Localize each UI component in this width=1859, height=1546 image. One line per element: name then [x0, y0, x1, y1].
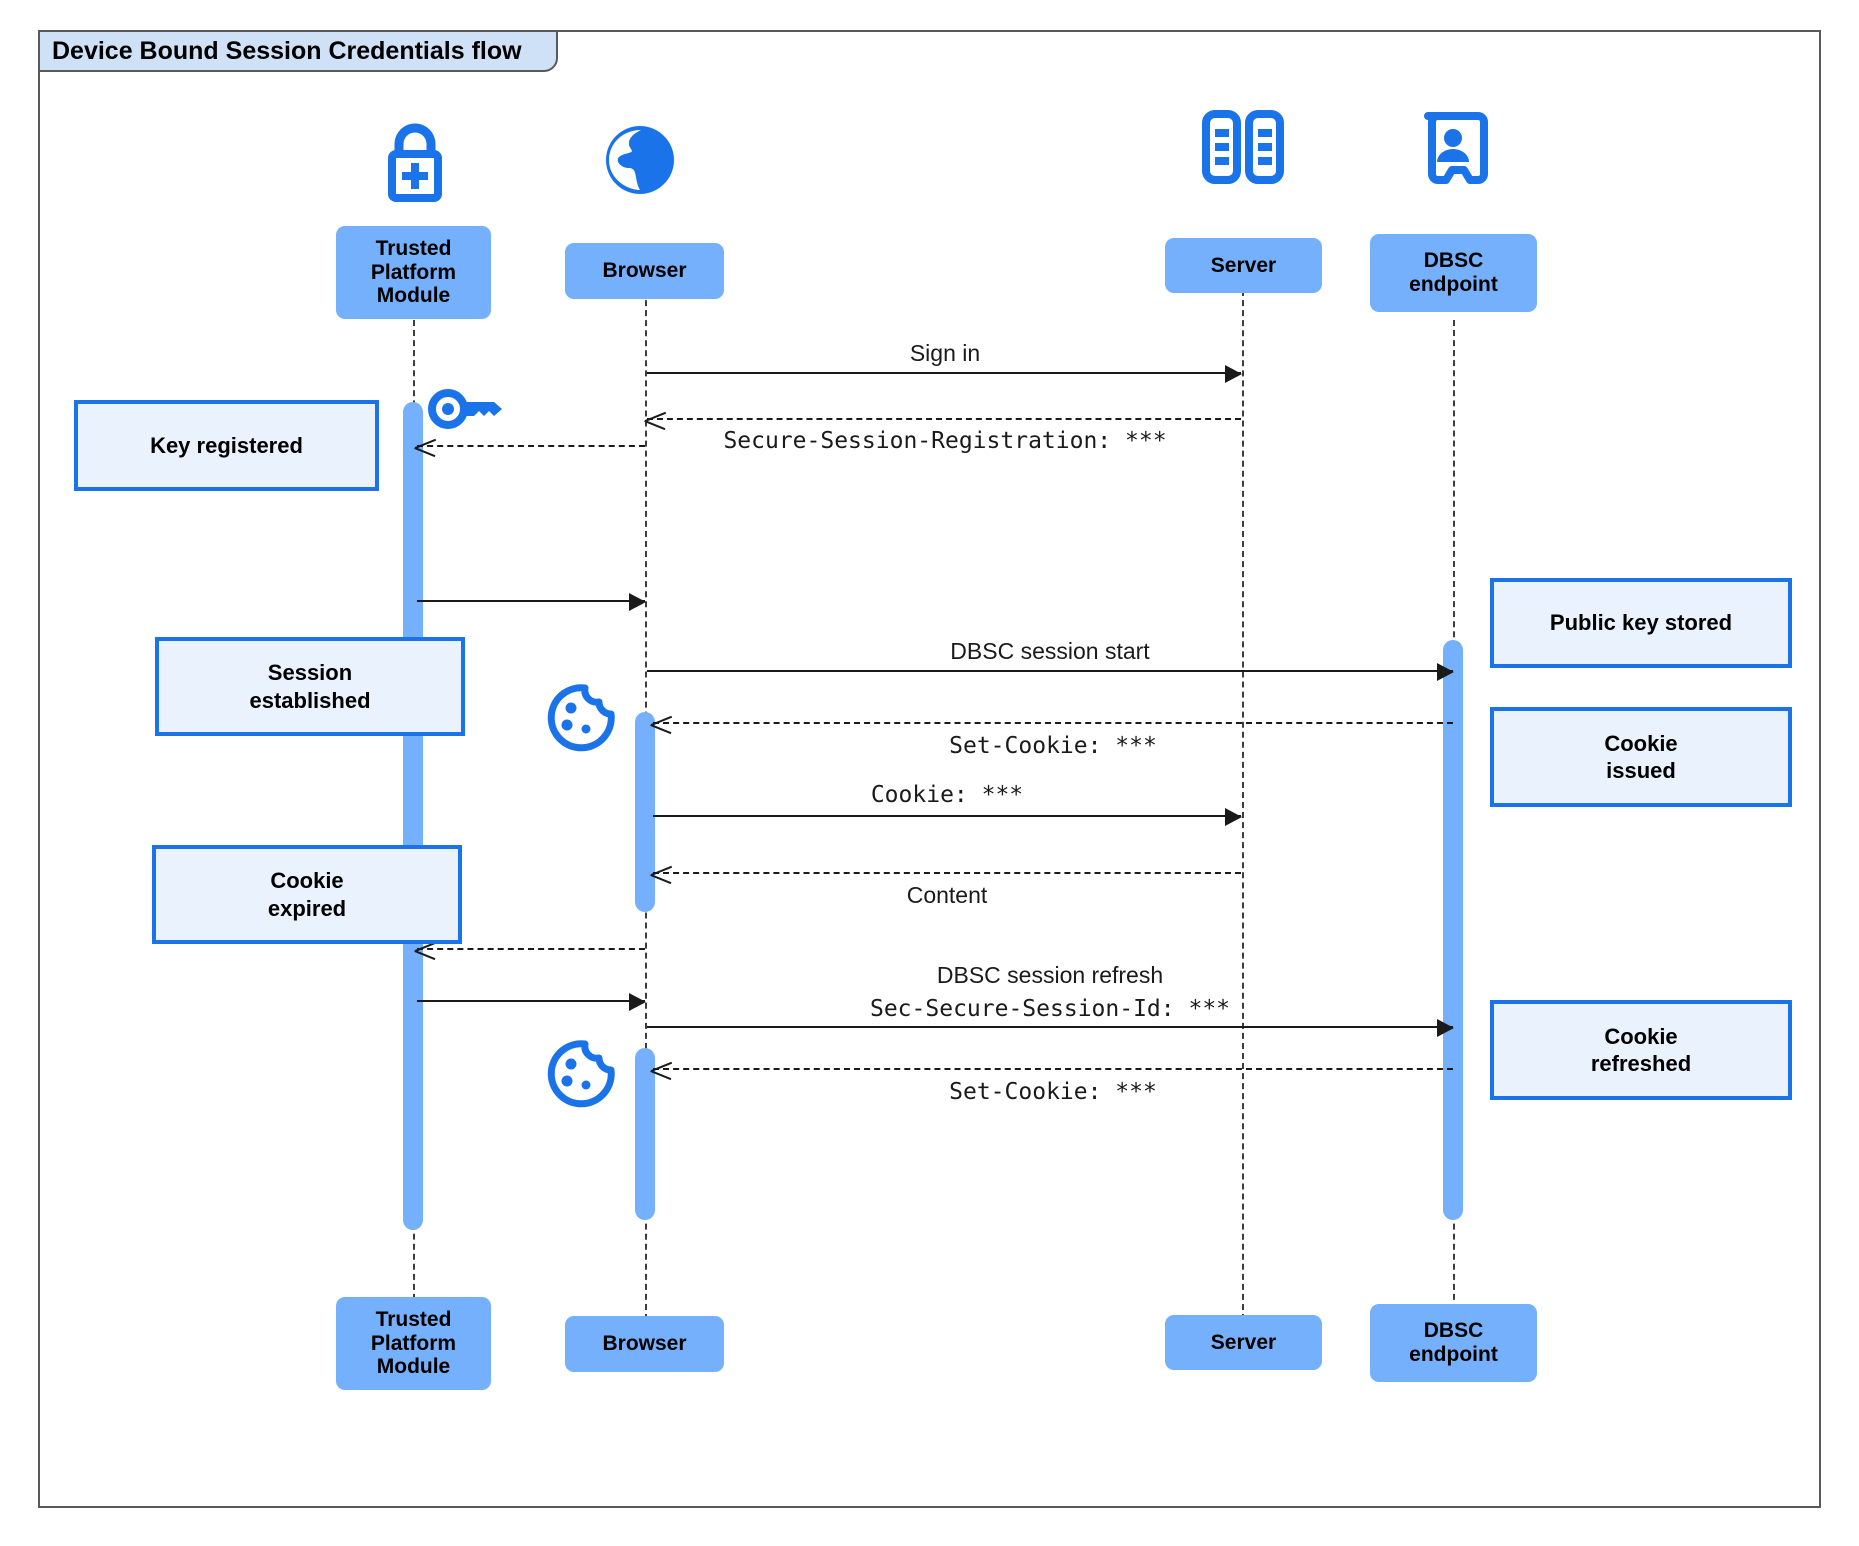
- message-arrow-set-cookie-1: [653, 722, 1453, 724]
- participant-label: Browser: [602, 1332, 687, 1356]
- message-arrow-sign-in: [647, 365, 1242, 383]
- key-icon: [428, 382, 506, 441]
- message-label-sec-secure-session-id: Sec-Secure-Session-Id: ***: [869, 996, 1231, 1022]
- message-arrow-dbsc-session-start: [647, 663, 1454, 681]
- diagram-title: Device Bound Session Credentials flow: [38, 30, 558, 72]
- note-key-registered: Key registered: [74, 400, 379, 491]
- activation-browser-2: [635, 1048, 655, 1220]
- message-arrow-cookie: [653, 808, 1242, 826]
- participant-bottom-browser[interactable]: Browser: [565, 1316, 724, 1372]
- server-rack-icon: [1200, 110, 1286, 191]
- arrowhead-right-icon: [629, 593, 646, 611]
- lifeline-server: [1242, 280, 1244, 1320]
- arrowhead-right-icon: [1225, 365, 1242, 383]
- arrowhead-left-icon: [645, 411, 665, 429]
- note-text: Cookie expired: [267, 868, 347, 921]
- participant-server[interactable]: Server: [1165, 238, 1322, 293]
- id-badge-icon: [1418, 112, 1488, 195]
- arrowhead-right-icon: [1225, 808, 1242, 826]
- note-public-key-stored: Public key stored: [1490, 578, 1792, 668]
- note-session-established: Session established: [155, 637, 465, 736]
- participant-label: Browser: [602, 259, 687, 283]
- message-arrow-browser-to-tpm-register: [417, 445, 645, 447]
- note-cookie-expired: Cookie expired: [152, 845, 462, 944]
- message-arrow-secure-session-registration: [647, 418, 1241, 420]
- arrowhead-left-icon: [651, 715, 671, 733]
- note-text: Cookie refreshed: [1590, 1023, 1692, 1077]
- participant-bottom-server[interactable]: Server: [1165, 1315, 1322, 1370]
- note-text: Session established: [249, 660, 371, 713]
- message-arrow-set-cookie-2: [653, 1068, 1453, 1070]
- arrowhead-right-icon: [1437, 1019, 1454, 1037]
- message-label-dbsc-session-start: DBSC session start: [950, 638, 1150, 664]
- message-label-dbsc-session-refresh: DBSC session refresh: [936, 962, 1164, 988]
- participant-label: Trusted Platform Module: [370, 237, 457, 308]
- participant-tpm[interactable]: Trusted Platform Module: [336, 226, 491, 319]
- note-text: Cookie issued: [1604, 730, 1678, 784]
- note-text: Key registered: [150, 432, 303, 458]
- participant-label: Server: [1210, 1330, 1277, 1354]
- participant-bottom-dbsc[interactable]: DBSC endpoint: [1370, 1304, 1537, 1382]
- message-label-secure-session-registration: Secure-Session-Registration: ***: [723, 428, 1167, 454]
- cookie-icon: [545, 1038, 617, 1115]
- participant-browser[interactable]: Browser: [565, 243, 724, 299]
- message-label-set-cookie-2: Set-Cookie: ***: [949, 1079, 1157, 1105]
- arrowhead-right-icon: [629, 993, 646, 1011]
- message-arrow-dbsc-session-refresh: [647, 1019, 1454, 1037]
- message-arrow-tpm-to-browser-refresh: [417, 993, 646, 1011]
- cookie-icon: [545, 682, 617, 759]
- participant-dbsc[interactable]: DBSC endpoint: [1370, 234, 1537, 312]
- participant-bottom-tpm[interactable]: Trusted Platform Module: [336, 1297, 491, 1390]
- message-arrow-content: [653, 872, 1241, 874]
- activation-tpm: [403, 402, 423, 1230]
- message-arrow-tpm-to-browser-key: [417, 593, 646, 611]
- activation-browser-1: [635, 712, 655, 912]
- arrowhead-left-icon: [651, 1061, 671, 1079]
- note-text: Public key stored: [1549, 610, 1733, 636]
- lock-plus-icon: [372, 118, 458, 207]
- arrowhead-left-icon: [651, 865, 671, 883]
- message-arrow-browser-to-tpm-refresh: [417, 948, 645, 950]
- activation-dbsc: [1443, 640, 1463, 1220]
- message-label-sign-in: Sign in: [909, 340, 981, 366]
- arrowhead-right-icon: [1437, 663, 1454, 681]
- message-label-content: Content: [906, 882, 988, 908]
- participant-label: Server: [1210, 253, 1277, 277]
- message-label-set-cookie-1: Set-Cookie: ***: [949, 733, 1157, 759]
- participant-label: DBSC endpoint: [1409, 249, 1498, 296]
- participant-label: Trusted Platform Module: [370, 1308, 457, 1379]
- message-label-cookie: Cookie: ***: [870, 782, 1024, 808]
- participant-label: DBSC endpoint: [1409, 1319, 1498, 1366]
- note-cookie-issued: Cookie issued: [1490, 707, 1792, 807]
- note-cookie-refreshed: Cookie refreshed: [1490, 1000, 1792, 1100]
- globe-icon: [601, 124, 679, 201]
